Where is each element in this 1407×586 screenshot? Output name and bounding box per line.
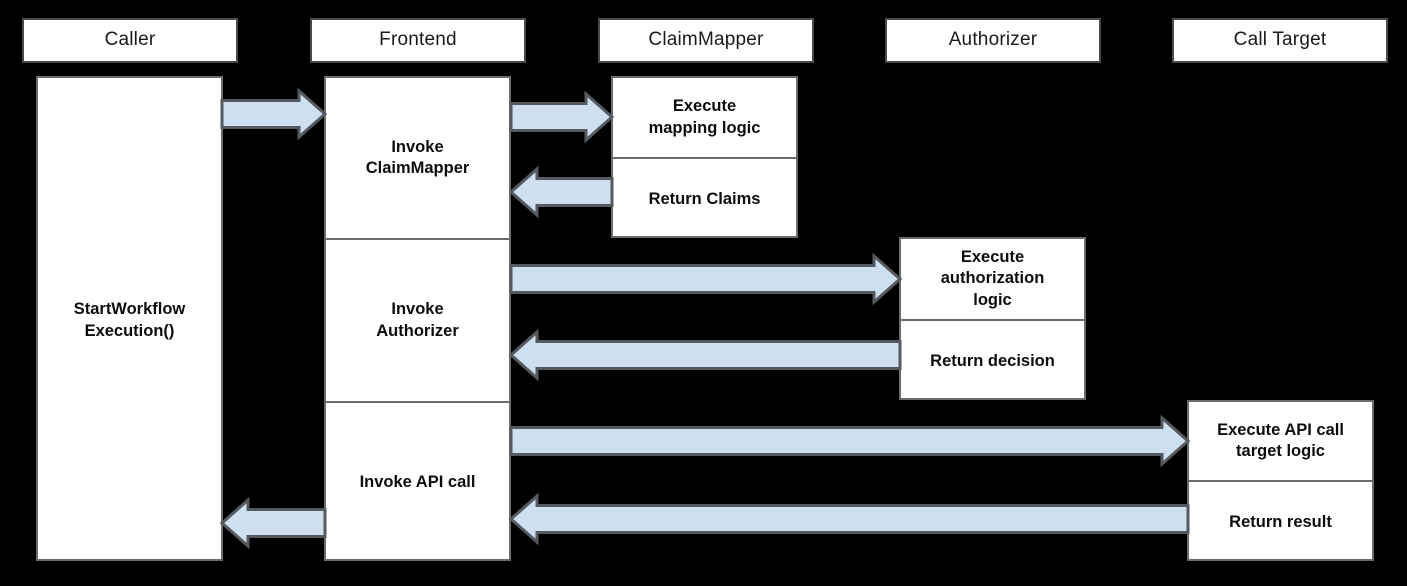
msg-claimmapper-to-frontend bbox=[508, 165, 614, 218]
participant-header-call-target: Call Target bbox=[1172, 18, 1388, 63]
msg-frontend-to-call-target bbox=[509, 414, 1191, 467]
activation-label-return-claims: Return Claims bbox=[648, 189, 761, 208]
activation-label-invoke-api-call: Invoke API call bbox=[359, 473, 476, 492]
activation-label-return-decision: Return decision bbox=[930, 351, 1055, 370]
arrow-shape-left bbox=[508, 165, 614, 218]
participant-label: Caller bbox=[104, 29, 156, 51]
arrow-shape-right bbox=[509, 414, 1191, 467]
msg-call-target-to-frontend bbox=[508, 492, 1190, 545]
msg-authorizer-to-frontend bbox=[508, 328, 902, 381]
arrow-shape-left bbox=[508, 328, 902, 381]
participant-label: Frontend bbox=[379, 29, 457, 51]
participant-header-claimmapper: ClaimMapper bbox=[598, 18, 814, 63]
arrow-shape-left bbox=[219, 496, 327, 549]
msg-caller-to-frontend bbox=[220, 87, 328, 140]
msg-frontend-to-authorizer bbox=[509, 252, 903, 305]
participant-label: Call Target bbox=[1233, 29, 1327, 51]
participant-header-caller: Caller bbox=[22, 18, 238, 63]
participant-header-authorizer: Authorizer bbox=[885, 18, 1101, 63]
participant-label: Authorizer bbox=[948, 29, 1038, 51]
participant-label: ClaimMapper bbox=[648, 29, 764, 51]
arrow-shape-right bbox=[509, 252, 903, 305]
participant-header-frontend: Frontend bbox=[310, 18, 526, 63]
arrow-shape-left bbox=[508, 492, 1190, 545]
msg-frontend-to-claimmapper bbox=[509, 90, 615, 143]
activation-label-return-result: Return result bbox=[1229, 512, 1332, 531]
arrow-shape-right bbox=[509, 90, 615, 143]
arrow-shape-right bbox=[220, 87, 328, 140]
msg-frontend-to-caller bbox=[219, 496, 327, 549]
